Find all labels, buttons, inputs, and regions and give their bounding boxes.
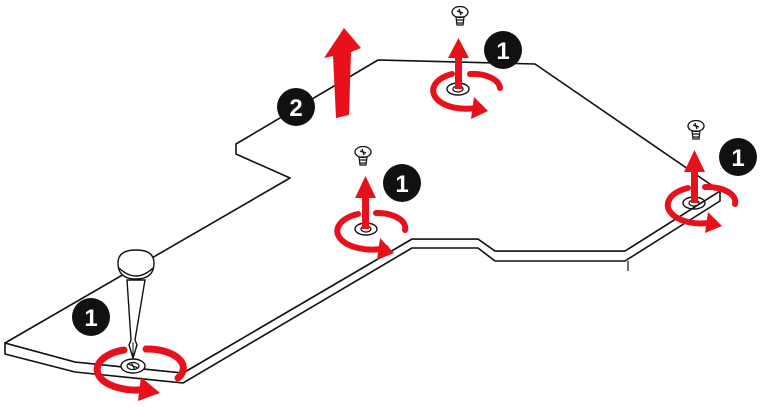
screw-mount-b (334, 145, 409, 260)
step-number: 1 (731, 145, 744, 172)
up-arrow-icon (684, 150, 705, 203)
step-number: 1 (395, 171, 408, 198)
screw-mount-c (664, 119, 739, 233)
screw-icon (451, 5, 469, 26)
counterclockwise-arrow-icon (93, 345, 187, 401)
counterclockwise-arrow-icon (664, 183, 739, 233)
screw-mount-a (430, 5, 503, 119)
screw-icon (354, 145, 372, 166)
screwdriver-icon (117, 249, 155, 361)
screw-icon (687, 119, 705, 140)
screw-mount-d (93, 249, 187, 401)
step-badge-1-right: 1 (719, 138, 757, 176)
up-arrow-icon (324, 28, 361, 118)
step-badge-1-left: 1 (72, 298, 110, 336)
up-arrow-icon (448, 38, 469, 89)
counterclockwise-arrow-icon (430, 70, 503, 119)
step-badge-1-middle: 1 (383, 164, 421, 202)
step-number: 1 (496, 38, 509, 65)
counterclockwise-arrow-icon (334, 209, 409, 260)
up-arrow-icon (355, 176, 376, 229)
step-number: 1 (84, 305, 97, 332)
step-badge-2: 2 (277, 88, 315, 126)
step-number: 2 (289, 95, 302, 122)
step-badge-1-top: 1 (484, 31, 522, 69)
